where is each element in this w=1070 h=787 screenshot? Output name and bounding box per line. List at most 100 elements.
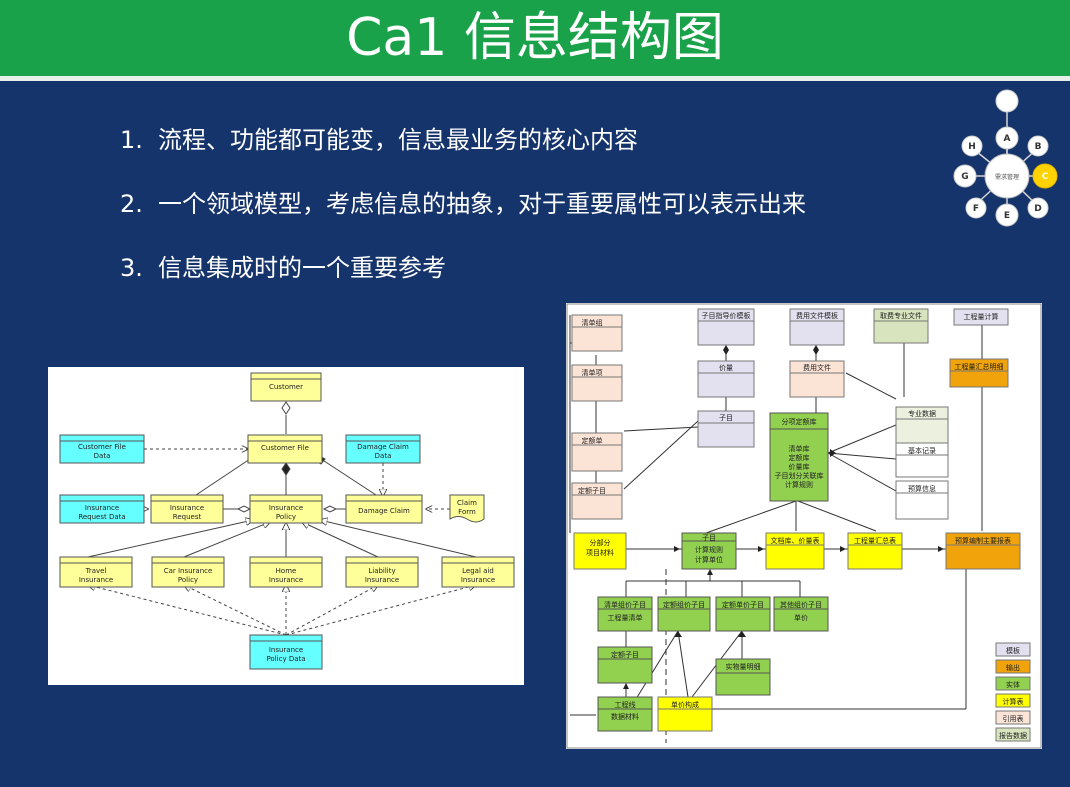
svg-text:Damage Claim: Damage Claim bbox=[357, 443, 409, 451]
svg-text:Damage Claim: Damage Claim bbox=[358, 507, 410, 515]
bullet-number: 2. bbox=[120, 190, 143, 218]
node-professional-data: 专业数据 bbox=[895, 406, 949, 444]
svg-text:Policy: Policy bbox=[178, 576, 198, 584]
node-insurance-request-data: Insurance Request Data bbox=[59, 494, 145, 524]
svg-text:价量: 价量 bbox=[719, 364, 733, 372]
diagram-legend: 模板 输出 实体 计算表 引用表 报告数据 bbox=[995, 642, 1031, 742]
bullet-item-2: 2. 一个领域模型，考虑信息的抽象，对于重要属性可以表示出来 bbox=[120, 182, 806, 246]
node-budget-report: 预算编制主要报表 bbox=[945, 532, 1021, 570]
svg-text:Customer File: Customer File bbox=[261, 444, 309, 452]
insurance-class-diagram: Customer Customer File Customer File Dat… bbox=[48, 367, 524, 685]
svg-text:定额子目: 定额子目 bbox=[578, 486, 606, 495]
node-fee-template: 费用文件模板 bbox=[789, 308, 845, 346]
svg-text:Legal aid: Legal aid bbox=[462, 567, 494, 575]
node-quota-unit-subitem: 定额单价子目 bbox=[715, 596, 771, 632]
node-fee-file: 费用文件 bbox=[789, 360, 845, 398]
information-structure-diagram: 清单组 清单项 定额单 定额子目 子目指导价模板 价量 子目 费用文件模板 费用… bbox=[566, 303, 1042, 749]
svg-text:工程量汇总明细: 工程量汇总明细 bbox=[955, 362, 1004, 371]
svg-text:Car Insurance: Car Insurance bbox=[164, 567, 213, 575]
node-quota-subitem: 定额子目 bbox=[571, 482, 623, 520]
node-fee-professional-file: 取费专业文件 bbox=[873, 308, 929, 344]
svg-text:项目材料: 项目材料 bbox=[586, 548, 614, 557]
svg-text:实体: 实体 bbox=[1006, 680, 1020, 689]
svg-text:Home: Home bbox=[276, 567, 297, 575]
svg-text:取费专业文件: 取费专业文件 bbox=[880, 311, 922, 320]
wheel-label-a: A bbox=[1004, 134, 1011, 144]
svg-text:文档库、价量表: 文档库、价量表 bbox=[771, 536, 820, 545]
svg-text:Data: Data bbox=[375, 452, 392, 460]
svg-text:Liability: Liability bbox=[368, 567, 395, 575]
svg-text:Insurance: Insurance bbox=[269, 646, 303, 654]
svg-text:预算信息: 预算信息 bbox=[908, 484, 936, 493]
wheel-label-b: B bbox=[1035, 142, 1042, 152]
node-subitem-template: 子目指导价模板 bbox=[697, 308, 755, 346]
node-physical-quantity-detail: 实物量明细 bbox=[715, 658, 771, 696]
svg-text:分项定额库: 分项定额库 bbox=[782, 417, 817, 426]
bullet-text: 一个领域模型，考虑信息的抽象，对于重要属性可以表示出来 bbox=[158, 190, 806, 218]
node-doc-price-table: 文档库、价量表 bbox=[765, 532, 825, 570]
svg-text:子目: 子目 bbox=[719, 414, 733, 422]
svg-text:定额单价子目: 定额单价子目 bbox=[722, 600, 764, 609]
node-customer-file: Customer File bbox=[247, 434, 323, 464]
node-quota-subitem-green: 定额子目 bbox=[597, 646, 653, 684]
svg-text:清单项: 清单项 bbox=[582, 368, 603, 377]
svg-text:实物量明细: 实物量明细 bbox=[726, 662, 761, 671]
svg-text:费用文件模板: 费用文件模板 bbox=[796, 311, 838, 320]
node-core-library: 分项定额库 清单库 定额库 价量库 子目划分关联库 计算规则 bbox=[769, 412, 829, 502]
node-home-insurance: Home Insurance bbox=[249, 556, 323, 588]
svg-text:Insurance: Insurance bbox=[269, 504, 303, 512]
svg-text:单价构成: 单价构成 bbox=[671, 700, 699, 709]
svg-text:Insurance: Insurance bbox=[461, 576, 495, 584]
wheel-label-d: D bbox=[1034, 204, 1041, 214]
svg-text:预算编制主要报表: 预算编制主要报表 bbox=[955, 536, 1011, 545]
wheel-label-g: G bbox=[961, 172, 968, 182]
wheel-center-label: 需求管理 bbox=[995, 173, 1019, 181]
svg-text:Customer File: Customer File bbox=[78, 443, 126, 451]
svg-text:定额子目: 定额子目 bbox=[611, 650, 639, 659]
node-liability-insurance: Liability Insurance bbox=[345, 556, 419, 588]
title-divider bbox=[0, 76, 1070, 81]
svg-text:专业数据: 专业数据 bbox=[908, 409, 936, 418]
svg-text:计算表: 计算表 bbox=[1003, 697, 1024, 706]
svg-text:工程量计算: 工程量计算 bbox=[964, 312, 999, 321]
svg-text:工程量汇总表: 工程量汇总表 bbox=[854, 536, 896, 545]
node-customer-file-data: Customer File Data bbox=[59, 434, 145, 464]
svg-text:计算单位: 计算单位 bbox=[695, 555, 723, 564]
svg-text:Request: Request bbox=[173, 513, 202, 521]
node-bill-item: 清单项 bbox=[571, 364, 623, 402]
svg-text:输出: 输出 bbox=[1006, 663, 1020, 672]
bullet-number: 3. bbox=[120, 254, 143, 282]
svg-text:定额组价子目: 定额组价子目 bbox=[663, 600, 705, 609]
node-legal-aid-insurance: Legal aid Insurance bbox=[441, 556, 515, 588]
svg-text:模板: 模板 bbox=[1006, 646, 1020, 655]
svg-text:清单库: 清单库 bbox=[789, 444, 810, 453]
svg-text:Policy: Policy bbox=[276, 513, 296, 521]
svg-text:Data: Data bbox=[94, 452, 111, 460]
svg-text:引用表: 引用表 bbox=[1003, 714, 1024, 723]
node-quota-pricing-subitem: 定额组价子目 bbox=[657, 596, 711, 632]
svg-text:Policy Data: Policy Data bbox=[266, 655, 305, 663]
svg-text:子目划分关联库: 子目划分关联库 bbox=[775, 471, 824, 480]
bullet-item-3: 3.信息集成时的一个重要参考 bbox=[120, 246, 806, 310]
svg-text:数据材料: 数据材料 bbox=[611, 712, 639, 721]
node-subitem: 子目 bbox=[697, 410, 755, 448]
wheel-label-e: E bbox=[1004, 211, 1010, 221]
svg-text:Insurance: Insurance bbox=[269, 576, 303, 584]
svg-text:子目: 子目 bbox=[702, 534, 716, 542]
svg-text:Travel: Travel bbox=[85, 567, 107, 575]
wheel-label-f: F bbox=[973, 204, 979, 214]
node-quantity-summary-detail: 工程量汇总明细 bbox=[949, 358, 1009, 388]
node-travel-insurance: Travel Insurance bbox=[59, 556, 133, 588]
svg-text:计算规则: 计算规则 bbox=[695, 545, 723, 554]
node-insurance-policy: Insurance Policy bbox=[249, 494, 323, 524]
svg-text:工程量清单: 工程量清单 bbox=[608, 613, 643, 622]
svg-text:Form: Form bbox=[458, 508, 476, 516]
node-insurance-request: Insurance Request bbox=[150, 494, 224, 524]
svg-text:计算规则: 计算规则 bbox=[785, 480, 813, 489]
node-damage-claim-data: Damage Claim Data bbox=[345, 434, 421, 464]
svg-text:工程线: 工程线 bbox=[615, 700, 636, 709]
